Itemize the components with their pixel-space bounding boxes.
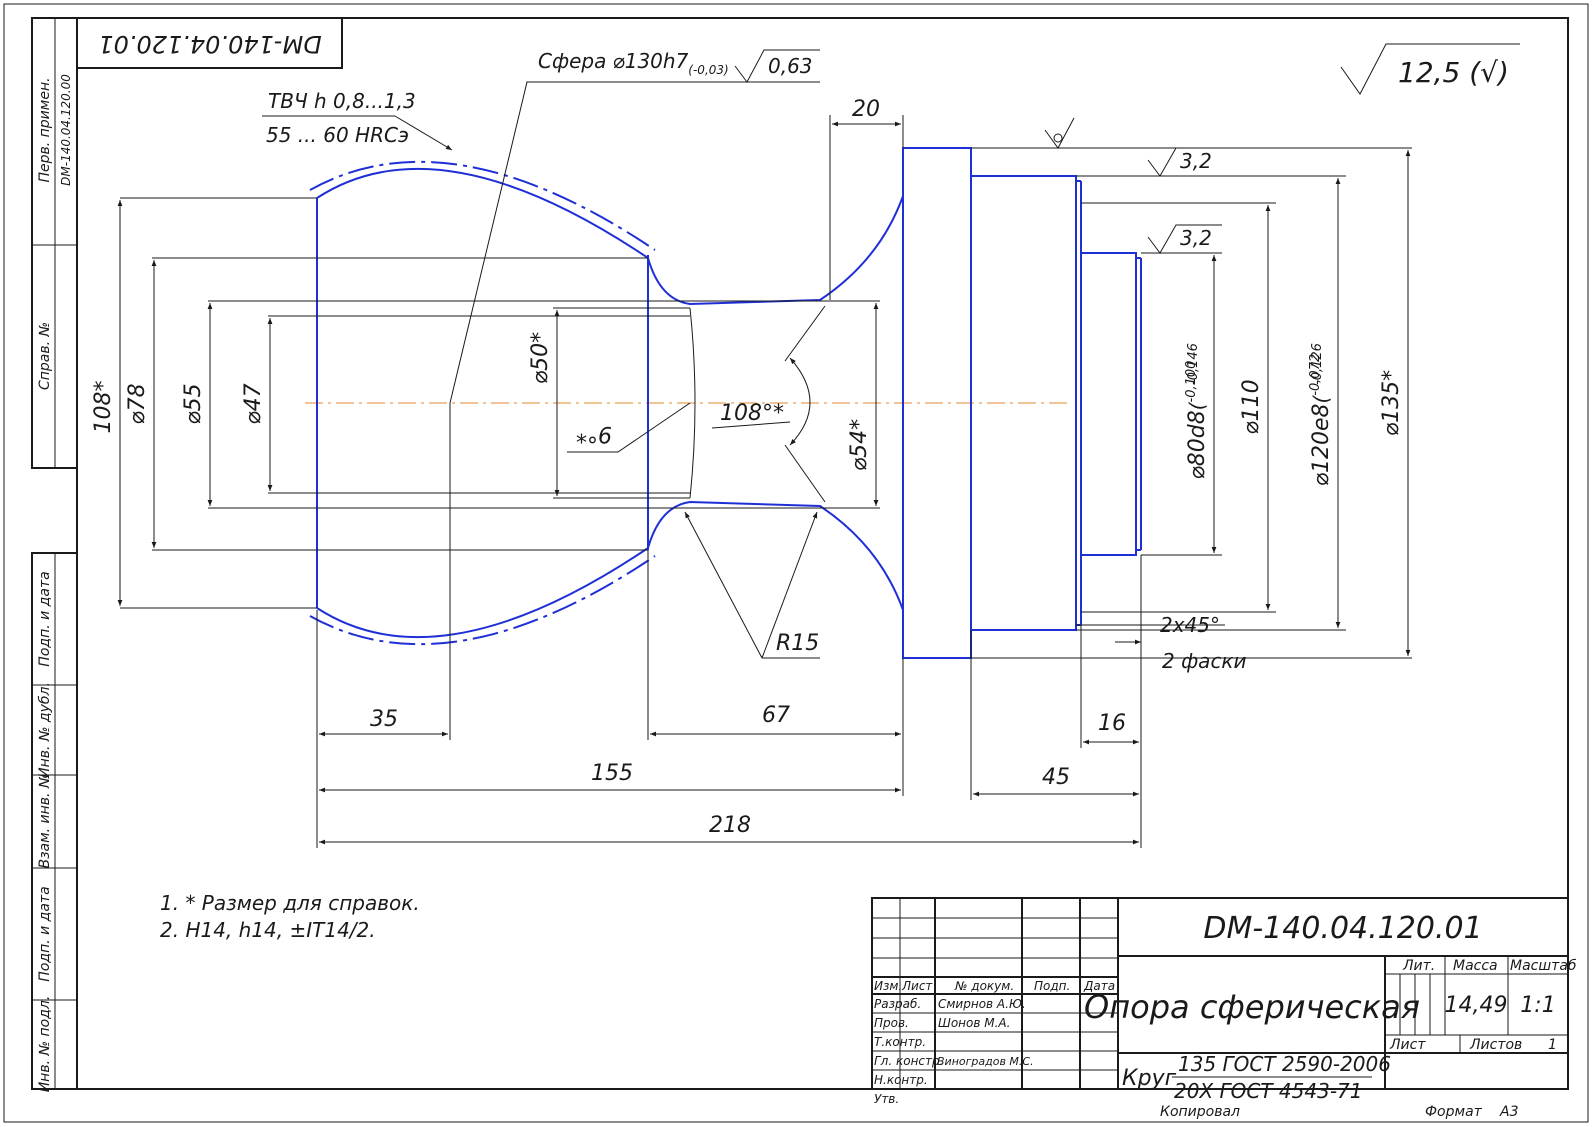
dim-110: ⌀110 [1239, 379, 1264, 434]
rotated-designation: DM-140.04.120.01 [98, 30, 321, 58]
dim-67: 67 [762, 703, 790, 728]
notes: 1. * Размер для справок. 2. H14, h14, ±I… [160, 891, 420, 942]
hardening-line-2: 55 ... 60 HRCэ [266, 123, 409, 147]
dim-135: ⌀135* [1379, 370, 1404, 436]
tb-sheets-count: 1 [1548, 1037, 1557, 1053]
flange-roughness-b: 3,2 [1180, 226, 1212, 250]
dim-47: ⌀47 [241, 383, 266, 424]
tb-title: Опора сферическая [1084, 988, 1420, 1026]
side-value-first-use: DM-140.04.120.00 [59, 74, 73, 186]
tb-role-norm-control: Н.контр. [874, 1073, 928, 1087]
tb-header-scale: Масштаб [1510, 958, 1577, 974]
dim-54: ⌀54* [847, 419, 872, 471]
length-dimensions: 20 35 67 155 218 16 45 [319, 97, 1139, 845]
radius-label: R15 [776, 631, 819, 656]
tb-header-docno: № докум. [954, 979, 1014, 993]
drawing-frame [3, 3, 1589, 1123]
tb-copied: Копировал [1160, 1104, 1240, 1120]
dim-55: ⌀55 [181, 383, 206, 424]
side-label-orig-inv: Инв. № подл. [37, 996, 53, 1093]
tb-header-lit: Лит. [1402, 958, 1435, 974]
tb-header-izm: Изм. [874, 979, 902, 993]
tb-name-developer: Смирнов А.Ю. [938, 997, 1026, 1011]
part-outline [305, 147, 1142, 659]
dim-120-tol-low: -0,126 [1310, 343, 1325, 385]
tb-format-label: Формат [1425, 1104, 1483, 1120]
dim-80: ⌀80d8(-0,100 [1184, 361, 1210, 480]
tb-header-sign: Подп. [1034, 979, 1070, 993]
chamfer-count-label: 2 фаски [1162, 649, 1247, 673]
sphere-label: Сфера ⌀130h7(-0,03) [538, 49, 729, 77]
dim-120: ⌀120e8(-0,072 [1308, 354, 1334, 487]
side-label-sign-date-2: Подп. и дата [37, 886, 53, 981]
tb-role-approved: Утв. [874, 1092, 899, 1106]
angle-9: 9°* [576, 421, 612, 446]
title-block: Изм. Лист № докум. Подп. Дата Разраб. См… [871, 897, 1577, 1120]
tb-header-list: Лист [901, 979, 933, 993]
diameter-dimensions-right: ⌀80d8(-0,100 -0,146 ⌀110 ⌀120e8(-0,072 -… [1184, 150, 1411, 656]
face-roughness-mark [1044, 117, 1075, 149]
tb-header-sheets: Листов [1469, 1037, 1522, 1053]
side-label-dup-inv: Инв. № дубл. [37, 682, 53, 778]
tb-role-developer: Разраб. [874, 997, 921, 1011]
tb-scale: 1:1 [1520, 993, 1555, 1018]
tb-format-value: A3 [1499, 1104, 1518, 1120]
angle-108: 108°* [720, 401, 784, 426]
dim-16: 16 [1098, 711, 1126, 736]
hardening-line-1: ТВЧ h 0,8...1,3 [268, 89, 416, 113]
tb-header-mass: Масса [1453, 958, 1498, 974]
side-label-sign-date-1: Подп. и дата [37, 571, 53, 666]
tb-mass: 14,49 [1445, 993, 1508, 1018]
side-label-ref-no: Справ. № [37, 322, 53, 390]
note-1: 1. * Размер для справок. [160, 891, 420, 915]
note-2: 2. H14, h14, ±IT14/2. [160, 918, 376, 942]
internal-lines [152, 257, 880, 551]
tb-material-prefix: Круг [1122, 1066, 1177, 1091]
dim-155: 155 [591, 761, 633, 786]
dim-108: 108* [91, 381, 116, 434]
dim-80-tol-low: -0,146 [1186, 343, 1201, 385]
tb-material-line-2: 20X ГОСТ 4543-71 [1174, 1079, 1363, 1103]
sphere-roughness: 0,63 [768, 54, 813, 78]
tb-designation: DM-140.04.120.01 [1203, 911, 1482, 946]
dim-78: ⌀78 [125, 383, 150, 424]
side-label-first-use: Перв. примен. [37, 77, 53, 182]
tb-role-checker: Пров. [874, 1016, 909, 1030]
diameter-dimensions-left: 108* ⌀78 ⌀55 ⌀47 ⌀50* ⌀54* [91, 200, 879, 606]
chamfer-label: 2x45° [1160, 613, 1220, 637]
tb-header-date: Дата [1083, 979, 1115, 993]
tb-material-line-1: 135 ГОСТ 2590-2006 [1178, 1052, 1391, 1076]
tb-role-tech-control: Т.контр. [874, 1035, 926, 1049]
tb-name-chief-designer: Виноградов М.С. [937, 1055, 1034, 1068]
dim-45: 45 [1042, 765, 1070, 790]
tb-role-chief-designer: Гл. констр. [874, 1054, 943, 1068]
dim-20: 20 [852, 97, 880, 122]
general-roughness: 12,5 (√) [1340, 43, 1520, 95]
angle-labels: 9°* 108°* [567, 401, 791, 453]
dim-218: 218 [709, 813, 751, 838]
dim-35: 35 [370, 707, 398, 732]
flange-roughness-a: 3,2 [1180, 149, 1212, 173]
tb-name-checker: Шонов М.А. [938, 1016, 1010, 1030]
side-label-replace-inv: Взам. инв. № [37, 773, 53, 868]
side-strip: Перв. примен. DM-140.04.120.00 Справ. № … [31, 17, 78, 1093]
general-roughness-value: 12,5 (√) [1398, 56, 1509, 89]
annotations: Сфера ⌀130h7(-0,03) 0,63 ТВЧ h 0,8...1,3… [262, 49, 1247, 673]
rotated-designation-box: DM-140.04.120.01 [76, 17, 343, 69]
tb-header-sheet: Лист [1389, 1037, 1426, 1053]
dim-50: ⌀50* [528, 332, 553, 384]
